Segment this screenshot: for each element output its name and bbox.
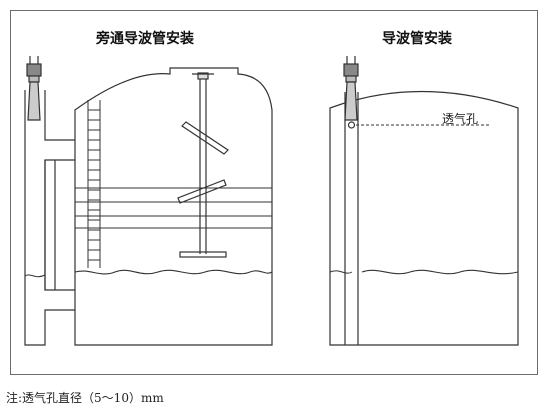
- agitator: [177, 72, 229, 258]
- figure-frame: [10, 10, 538, 375]
- waveguide-installation-title: 导波管安装: [382, 31, 452, 47]
- waveguide-radar-sensor: [343, 56, 359, 121]
- bypass-pipe: [24, 90, 75, 346]
- left-tank: [74, 67, 273, 346]
- waveguide-tube: [344, 92, 359, 345]
- vent-diameter-note: 注:透气孔直径（5～10）mm: [6, 391, 164, 405]
- vent-hole-label: 透气孔: [442, 112, 479, 126]
- tank-ladder: [87, 100, 101, 268]
- tank-baffles: [75, 187, 272, 229]
- bypass-installation-title: 旁通导波管安装: [96, 31, 194, 47]
- bypass-radar-sensor: [26, 56, 42, 121]
